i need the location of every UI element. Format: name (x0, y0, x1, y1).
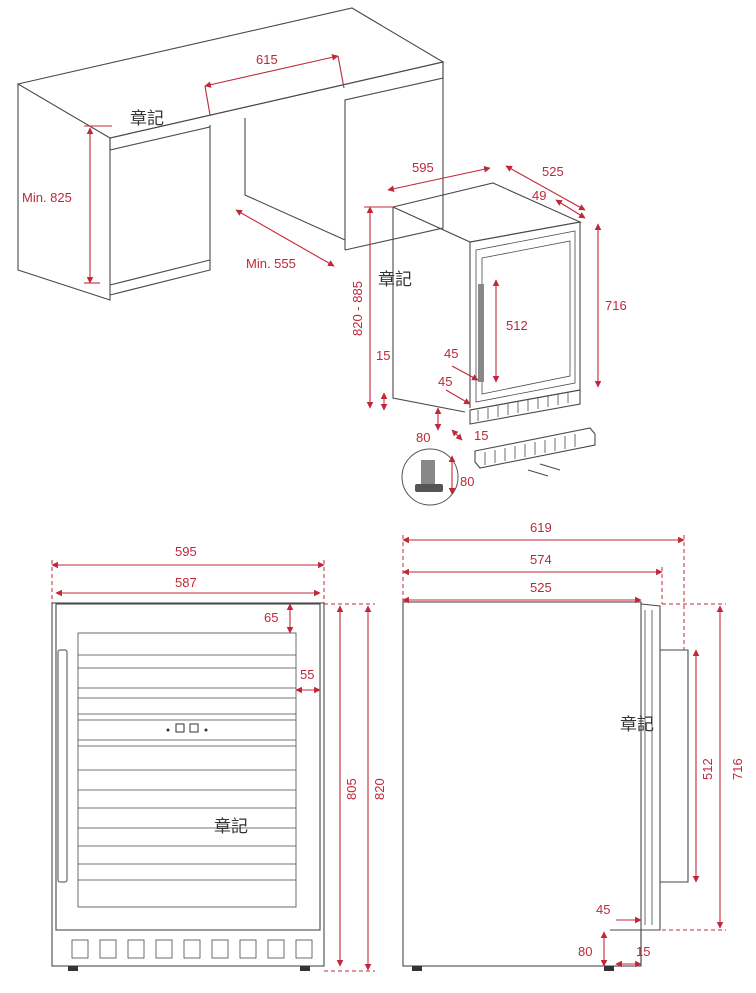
dim-side-plinth-height: 80 (578, 931, 608, 967)
front-body (51, 602, 325, 967)
dim-foot-height: 15 (376, 348, 390, 411)
dim-label-front-top-margin: 65 (264, 610, 278, 625)
dim-label-front-overall-height: 820 (372, 778, 387, 800)
dim-side-door-height: 716 (662, 603, 745, 931)
kitchen-cabinet (16, 7, 445, 301)
dim-side-door-offset: 45 (596, 902, 642, 924)
screws (527, 463, 561, 477)
dim-label-side-handle: 512 (700, 758, 715, 780)
dim-label-front-overall-width: 595 (175, 544, 197, 559)
side-view: 619 574 525 512 716 45 80 (402, 520, 745, 971)
dim-side-body-depth: 525 (402, 580, 642, 604)
dim-label-front-body-height: 805 (344, 778, 359, 800)
dim-side-depth-handle: 619 (402, 520, 685, 650)
dim-label-cabinet-width: 615 (256, 52, 278, 67)
front-door (55, 603, 321, 931)
dim-unit-width: 595 (387, 160, 491, 192)
dim-side-handle: 512 (692, 649, 715, 883)
dim-label-side-door-height: 716 (730, 758, 745, 780)
adjustable-foot (401, 448, 459, 506)
isometric-view: 615 Min. 825 Min. 555 章記 (16, 7, 627, 506)
dim-label-side-depth-handle: 619 (530, 520, 552, 535)
door-handle (478, 284, 484, 382)
dim-label-handle-length: 512 (506, 318, 528, 333)
dim-label-foot-height: 15 (376, 348, 390, 363)
dim-hinge-b: 45 (438, 374, 471, 405)
watermark-2: 章記 (378, 270, 412, 290)
dim-label-cabinet-height: Min. 825 (22, 190, 72, 205)
dim-side-plinth-offset: 15 (615, 944, 650, 968)
dim-cabinet-width: 615 (204, 52, 345, 116)
vent-grille (469, 389, 581, 425)
side-handle (660, 649, 689, 883)
dim-label-cabinet-depth: Min. 555 (246, 256, 296, 271)
dim-front-body-height: 805 (324, 603, 375, 972)
watermark-3: 章記 (214, 817, 248, 837)
dim-label-plinth-offset: 15 (474, 428, 488, 443)
dim-label-foot-adjust: 80 (460, 474, 474, 489)
dim-front-side-margin: 55 (295, 667, 321, 694)
dim-handle-length: 512 (492, 279, 528, 383)
side-door (640, 603, 661, 931)
dim-front-door-width: 587 (55, 575, 321, 597)
dim-label-front-side-margin: 55 (300, 667, 314, 682)
dim-door-offset: 49 (532, 188, 586, 219)
plinth-panel (474, 427, 596, 469)
dim-label-side-depth-door: 574 (530, 552, 552, 567)
front-view: 595 587 65 55 805 820 章記 (51, 544, 387, 972)
dim-label-unit-depth: 525 (542, 164, 564, 179)
dim-unit-height: 820 - 885 (350, 206, 395, 409)
dim-label-unit-height: 820 - 885 (350, 281, 365, 336)
dim-label-door-offset: 49 (532, 188, 546, 203)
dim-plinth-height: 80 (416, 407, 442, 445)
dim-door-height: 716 (594, 223, 627, 388)
dim-cabinet-depth: Min. 555 (235, 209, 335, 271)
dim-label-door-height: 716 (605, 298, 627, 313)
dim-cabinet-height: Min. 825 (22, 125, 112, 284)
dim-label-side-body-depth: 525 (530, 580, 552, 595)
front-foot-right (300, 966, 310, 971)
dim-label-plinth-height: 80 (416, 430, 430, 445)
dim-foot-adjust: 80 (448, 455, 474, 495)
dim-front-overall-height: 820 (364, 605, 387, 971)
dim-front-top-margin: 65 (264, 603, 294, 634)
dim-label-side-plinth-offset: 15 (636, 944, 650, 959)
front-vent (71, 939, 313, 959)
control-panel (166, 723, 208, 733)
wine-cooler-iso (391, 182, 596, 506)
side-foot-right (604, 966, 614, 971)
dim-label-unit-width: 595 (412, 160, 434, 175)
dim-label-side-plinth-height: 80 (578, 944, 592, 959)
side-foot-left (412, 966, 422, 971)
front-foot-left (68, 966, 78, 971)
dim-plinth-offset: 15 (451, 428, 488, 443)
watermark-1: 章記 (130, 109, 164, 129)
shelf-lines (78, 654, 296, 881)
dim-unit-depth: 525 (505, 164, 586, 211)
dim-front-overall-width: 595 (51, 544, 325, 603)
dim-label-hinge-b: 45 (438, 374, 452, 389)
watermark-4: 章記 (620, 715, 654, 735)
dim-label-hinge-a: 45 (444, 346, 458, 361)
dim-label-side-door-offset: 45 (596, 902, 610, 917)
front-handle (57, 649, 68, 883)
dim-label-front-door-width: 587 (175, 575, 197, 590)
dim-hinge-a: 45 (444, 346, 479, 381)
dim-side-depth-door: 574 (402, 552, 663, 604)
